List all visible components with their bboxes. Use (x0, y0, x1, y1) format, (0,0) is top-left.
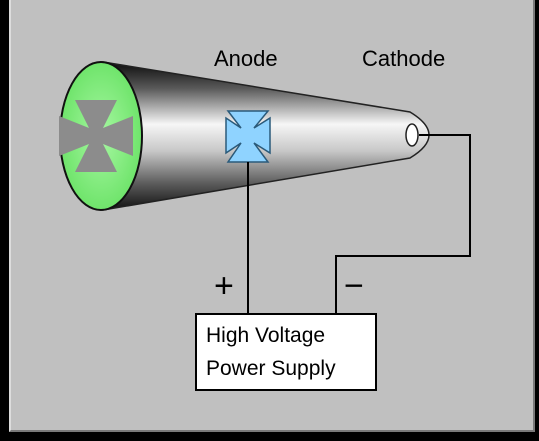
minus-label: − (344, 267, 364, 305)
anode-label: Anode (214, 46, 278, 71)
power-supply-line1: High Voltage (206, 324, 325, 347)
power-supply-line2: Power Supply (206, 357, 336, 380)
cathode-label: Cathode (362, 46, 445, 71)
cathode-electrode (405, 123, 419, 147)
maltese-cross-shadow-icon (59, 100, 133, 172)
anode-cross-icon (225, 110, 271, 163)
cathode-wire (335, 134, 471, 314)
plus-label: + (214, 267, 234, 305)
power-supply-box (195, 313, 377, 391)
